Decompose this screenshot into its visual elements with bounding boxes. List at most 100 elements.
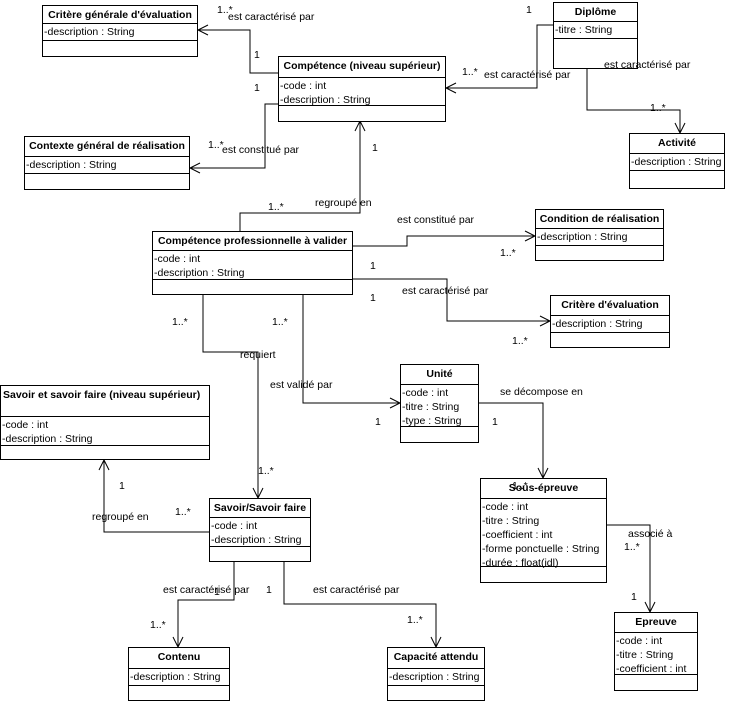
- association-label: associé à: [628, 528, 673, 540]
- association-label: est caractérisé par: [228, 11, 315, 23]
- target-multiplicity: 1..*: [407, 614, 423, 626]
- association-label: regroupé en: [92, 511, 149, 523]
- attribute: -code : int: [2, 419, 49, 431]
- class-name: Sous-épreuve: [481, 479, 606, 499]
- source-multiplicity: 1..*: [175, 506, 191, 518]
- attribute: -titre : String: [482, 515, 540, 527]
- class-unite[interactable]: Unité -code : int -titre : String -type : S…: [400, 364, 479, 443]
- class-name: Contenu: [129, 648, 229, 669]
- source-multiplicity: 1..*: [624, 541, 640, 553]
- attribute: -coefficient : int: [616, 663, 687, 675]
- class-competence-professionnelle-a-valider[interactable]: Compétence professionnelle à valider-cod…: [152, 231, 353, 295]
- target-multiplicity: 1..*: [217, 4, 233, 16]
- class-activite[interactable]: Activité -description : String: [629, 133, 725, 189]
- attributes-compartment: -code : int-description : String: [279, 78, 445, 106]
- class-sous-epreuve[interactable]: Sous-épreuve-code : int-titre : String-c…: [480, 478, 607, 583]
- attributes-compartment: -description : String: [25, 157, 189, 174]
- class-name: Compétence (niveau supérieur): [279, 57, 445, 78]
- association-line: [196, 24, 278, 74]
- attribute: -description : String: [389, 671, 480, 683]
- open-arrowhead-icon: [98, 458, 110, 471]
- association-line: [302, 295, 402, 409]
- target-multiplicity: 1..*: [258, 465, 274, 477]
- association-line: [444, 24, 553, 94]
- association-line: [202, 295, 264, 500]
- source-multiplicity: 1: [370, 292, 376, 304]
- open-arrowhead-icon: [196, 24, 209, 36]
- association-label: est caractérisé par: [604, 59, 691, 71]
- class-competence-niveau-superieur[interactable]: Compétence (niveau supérieur)-code : int…: [278, 56, 446, 122]
- class-savoir-et-savoir-faire-niveau-superieur[interactable]: Savoir et savoir faire (niveau supérieur…: [0, 385, 210, 460]
- target-multiplicity: 1: [372, 142, 378, 154]
- class-name: Capacité attendu: [388, 648, 484, 669]
- class-epreuve[interactable]: Epreuve-code : int-titre : String-coeffi…: [614, 612, 698, 691]
- association-label: est caractérisé par: [484, 69, 571, 81]
- class-contenu[interactable]: Contenu-description : String: [128, 647, 230, 701]
- attribute: -type : String: [402, 415, 462, 427]
- attribute: -forme ponctuelle : String: [482, 543, 600, 555]
- class-capacite-attendu[interactable]: Capacité attendu -description : String: [387, 647, 485, 701]
- attribute: -description : String: [631, 156, 722, 168]
- class-name: Savoir/Savoir faire: [210, 499, 310, 518]
- attributes-compartment: -titre : String: [554, 22, 637, 39]
- attributes-compartment: -description : String: [388, 669, 484, 686]
- class-condition-de-realisation[interactable]: Condition de réalisation-description : S…: [535, 209, 664, 261]
- class-contexte-general-de-realisation[interactable]: Contexte général de réalisation -descript…: [24, 136, 190, 190]
- association-label: requiert: [240, 349, 276, 361]
- attributes-compartment: -code : int-description : String: [153, 251, 352, 280]
- attribute: -description : String: [552, 318, 643, 330]
- class-critere-generale-d-evaluation[interactable]: Critère générale d'évaluation -descriptio…: [42, 5, 198, 57]
- attribute: -description : String: [537, 231, 628, 243]
- attribute: -titre : String: [555, 24, 613, 36]
- attribute: -code : int: [280, 80, 327, 92]
- source-multiplicity: 1: [266, 584, 272, 596]
- class-diplome[interactable]: Diplôme -titre : String: [553, 2, 638, 69]
- association-label: est validé par: [270, 379, 333, 391]
- attribute: -description : String: [44, 26, 135, 38]
- source-multiplicity: 1..*: [172, 316, 188, 328]
- association-line: [353, 230, 537, 247]
- attribute: -description : String: [26, 159, 117, 171]
- target-multiplicity: 1..*: [150, 619, 166, 631]
- association-label: est caractérisé par: [402, 285, 489, 297]
- association-line: [479, 402, 549, 480]
- class-critere-d-evaluation[interactable]: Critère d'évaluation -description : Strin…: [550, 295, 670, 348]
- association-line: [98, 458, 209, 533]
- class-name: Critère d'évaluation: [551, 296, 669, 316]
- attribute: -code : int: [154, 253, 201, 265]
- class-name: Critère générale d'évaluation: [43, 6, 197, 24]
- open-arrowhead-icon: [188, 162, 201, 174]
- association-label: est caractérisé par: [163, 584, 250, 596]
- association-label: regroupé en: [315, 197, 372, 209]
- attributes-compartment: -code : int -description : String: [210, 518, 310, 547]
- association-line: [239, 119, 366, 231]
- class-name: Diplôme: [554, 3, 637, 22]
- attribute: -durée : float(idl): [482, 557, 559, 569]
- attributes-compartment: -description : String: [630, 154, 724, 171]
- class-name: Activité: [630, 134, 724, 154]
- attributes-compartment: -code : int -titre : String -type : String: [401, 385, 478, 427]
- attributes-compartment: -description : String: [129, 669, 229, 686]
- source-multiplicity: 1: [370, 260, 376, 272]
- source-multiplicity: 1..*: [272, 316, 288, 328]
- class-savoir-savoir-faire[interactable]: Savoir/Savoir faire -code : int -descripti…: [209, 498, 311, 562]
- source-multiplicity: 1..*: [268, 201, 284, 213]
- attribute: -code : int: [211, 520, 258, 532]
- attribute: -titre : String: [402, 401, 460, 413]
- target-multiplicity: 1: [631, 591, 637, 603]
- association-label: est constitué par: [397, 214, 475, 226]
- target-multiplicity: 1..*: [462, 66, 478, 78]
- class-name: Unité: [401, 365, 478, 385]
- association-label: est constitué par: [222, 144, 300, 156]
- target-multiplicity: 1..*: [512, 480, 528, 492]
- attribute: -description : String: [211, 534, 302, 546]
- attribute: -titre : String: [616, 649, 674, 661]
- association-line: [172, 562, 235, 649]
- open-arrowhead-icon: [444, 82, 457, 94]
- attributes-compartment: -description : String: [43, 24, 197, 41]
- class-name: Contexte général de réalisation: [25, 137, 189, 157]
- source-multiplicity: 1: [492, 416, 498, 428]
- target-multiplicity: 1: [119, 480, 125, 492]
- attribute: -code : int: [402, 387, 449, 399]
